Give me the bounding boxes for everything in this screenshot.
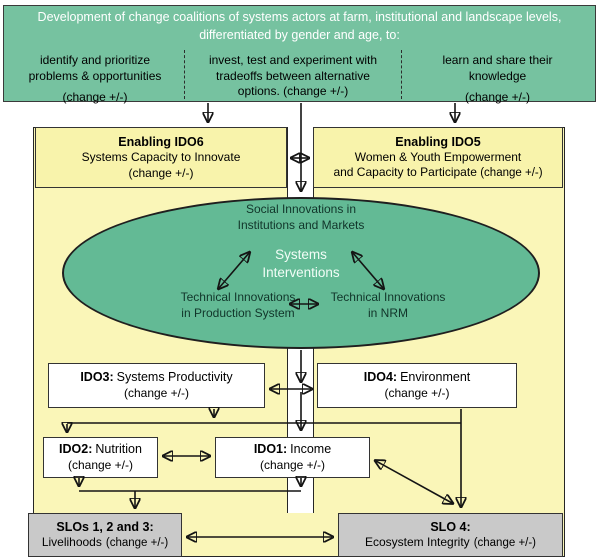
technical-innovations-production-label: Technical Innovations in Production Syst…	[180, 290, 296, 320]
column-change-label: (change +/-)	[62, 90, 128, 105]
slo4-title: SLO 4:	[430, 519, 471, 534]
systems-interventions-ellipse	[62, 197, 540, 349]
enabling-ido5-text2: and Capacity to Participate (change +/-)	[333, 165, 543, 180]
ido2-change: (change +/-)	[67, 457, 134, 472]
slo123-text: Livelihoods(change +/-)	[41, 535, 169, 550]
column-text: learn and share their knowledge	[442, 53, 553, 83]
header-columns: identify and prioritize problems & oppor…	[6, 50, 593, 104]
enabling-ido6-box: Enabling IDO6 Systems Capacity to Innova…	[35, 127, 287, 188]
enabling-ido5-change: (change +/-)	[480, 167, 543, 180]
slo4-text: Ecosystem Integrity(change +/-)	[364, 535, 537, 550]
header-column-identify: identify and prioritize problems & oppor…	[6, 50, 184, 104]
enabling-ido5-title: Enabling IDO5	[395, 134, 481, 149]
ido1-label: IDO1:Income	[253, 441, 332, 456]
ido2-label: IDO2:Nutrition	[59, 441, 142, 456]
ido4-box: IDO4:Environment (change +/-)	[317, 363, 517, 408]
enabling-ido6-change: (change +/-)	[128, 165, 194, 180]
ido4-change: (change +/-)	[384, 385, 450, 400]
ido4-label: IDO4:Environment	[363, 369, 471, 384]
ido3-change: (change +/-)	[123, 385, 190, 400]
column-text: invest, test and experiment with tradeof…	[208, 53, 378, 99]
enabling-ido5-box: Enabling IDO5 Women & Youth Empowerment …	[313, 127, 563, 188]
slo123-title: SLOs 1, 2 and 3:	[56, 519, 154, 534]
enabling-ido6-title: Enabling IDO6	[118, 134, 204, 149]
column-change-label: (change +/-)	[464, 90, 531, 105]
ido3-box: IDO3:Systems Productivity (change +/-)	[48, 363, 265, 408]
column-text: identify and prioritize problems & oppor…	[28, 53, 162, 83]
slo4-box: SLO 4: Ecosystem Integrity(change +/-)	[338, 513, 563, 557]
technical-innovations-nrm-label: Technical Innovations in NRM	[330, 290, 446, 320]
ido3-label: IDO3:Systems Productivity	[80, 369, 233, 384]
enabling-ido6-text: Systems Capacity to Innovate	[81, 150, 241, 165]
systems-interventions-label: Systems Interventions	[262, 247, 340, 281]
slo123-box: SLOs 1, 2 and 3: Livelihoods(change +/-)	[28, 513, 182, 557]
header-column-invest: invest, test and experiment with tradeof…	[184, 50, 401, 99]
header-title: Development of change coalitions of syst…	[37, 10, 562, 43]
header-column-learn: learn and share their knowledge (change …	[401, 50, 593, 104]
ido2-box: IDO2:Nutrition (change +/-)	[43, 437, 158, 478]
slo123-change: (change +/-)	[105, 537, 169, 550]
social-innovations-label: Social Innovations in Institutions and M…	[237, 202, 365, 232]
header-band: Development of change coalitions of syst…	[3, 5, 596, 104]
column-change-label: (change +/-)	[283, 84, 349, 99]
ido1-box: IDO1:Income (change +/-)	[215, 437, 370, 478]
slo4-change: (change +/-)	[473, 537, 537, 550]
ido1-change: (change +/-)	[259, 457, 326, 472]
enabling-ido5-text: Women & Youth Empowerment	[354, 149, 522, 164]
